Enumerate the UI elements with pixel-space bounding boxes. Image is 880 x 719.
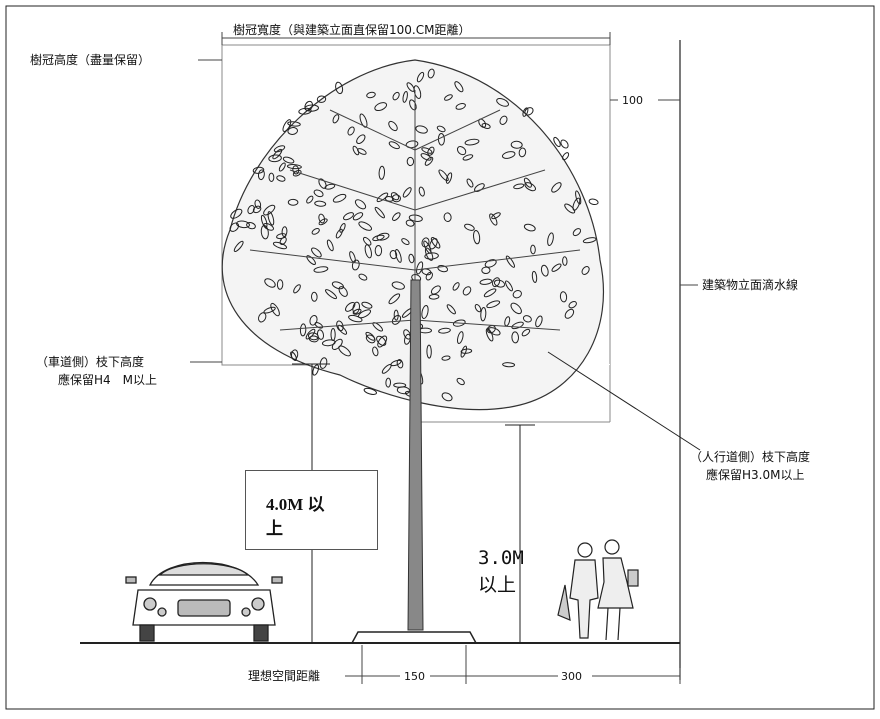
pit-150-label: 150 [404, 670, 425, 683]
drip-line-label: 建築物立面滴水線 [702, 277, 798, 292]
tree-trunk [407, 279, 424, 631]
car-illustration [125, 561, 283, 642]
offset-100-label: 100 [622, 94, 643, 107]
frame-border [5, 5, 875, 710]
walk-clearance-note: 3.0M 以上 [478, 545, 524, 599]
road-side-label-line1: （車道側）枝下高度 [36, 354, 144, 369]
pedestrian-couple-illustration [557, 539, 639, 641]
walk-300-label: 300 [561, 670, 582, 683]
walk-clearance-note-line1: 3.0M [478, 547, 524, 569]
tree-crown [221, 59, 604, 411]
crown-width-label: 樹冠寬度（與建築立面直保留100.CM距離） [233, 22, 470, 37]
walk-side-leader [547, 351, 701, 451]
tree-pit [351, 631, 477, 644]
walk-side-label-line2: 應保留H3.0M以上 [706, 467, 804, 482]
road-clearance-note-box: 4.0M 以 上 [245, 470, 378, 550]
road-side-label-line2: 應保留H4 M以上 [58, 372, 157, 387]
road-clearance-note-line1: 4.0M 以 [266, 495, 325, 514]
walk-side-label-line1: （人行道側）枝下高度 [690, 449, 810, 464]
walk-clearance-note-line2: 以上 [478, 574, 517, 596]
road-clearance-note-line2: 上 [266, 519, 283, 538]
ideal-space-label: 理想空間距離 [248, 668, 320, 683]
crown-height-label: 樹冠高度（盡量保留） [30, 52, 150, 67]
